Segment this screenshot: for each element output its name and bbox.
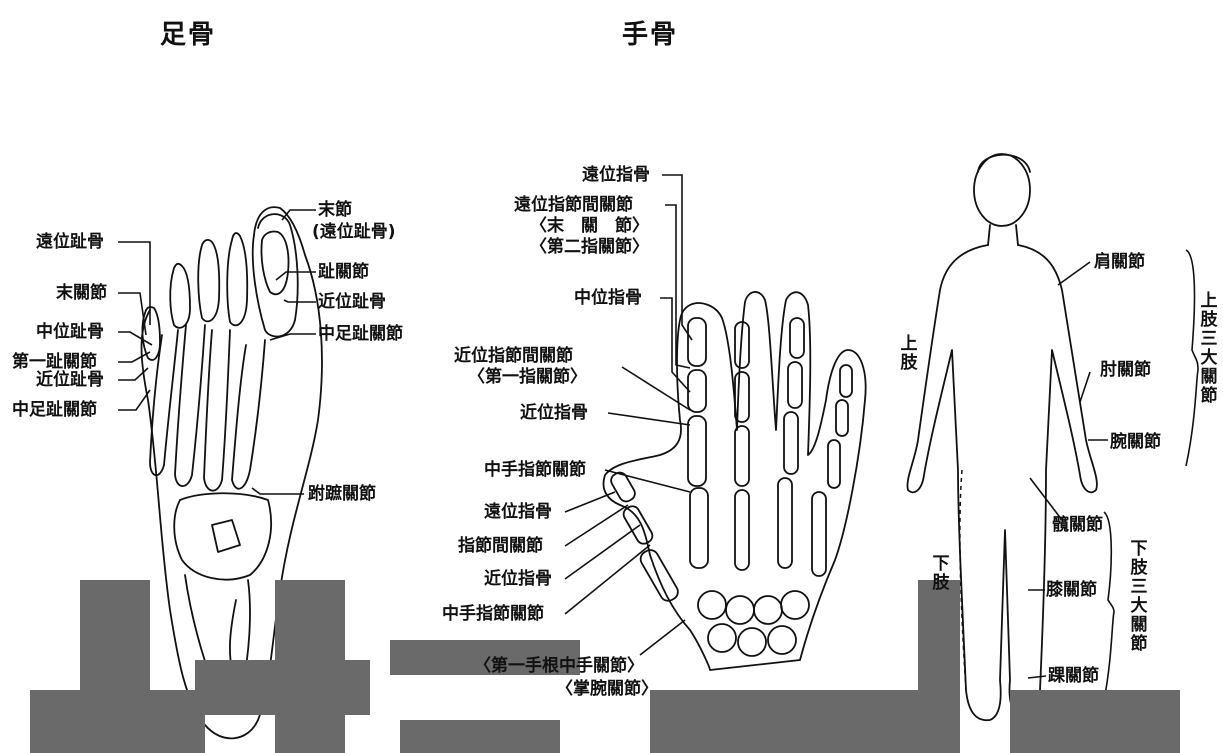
foot-label-proximal-phalanx: 近位趾骨	[36, 370, 104, 390]
body-label-hip: 髖關節	[1052, 515, 1103, 535]
foot-title: 足骨	[160, 20, 217, 50]
foot-label-mtp-joint-left: 中足趾關節	[12, 400, 97, 420]
body-label-upper-three-joints: 上肢三大關節	[1200, 291, 1218, 406]
hand-label-pip-note: 〈第一指關節〉	[468, 367, 587, 387]
hand-label-thumb-proximal: 近位指骨	[484, 569, 552, 589]
foot-label-end-joint: 末關節	[56, 283, 107, 303]
human-figure	[906, 153, 1098, 722]
hand-label-pip-joint: 近位指節間關節	[454, 346, 573, 366]
hand-label-middle-phalanx: 中位指骨	[574, 288, 642, 308]
foot-label-end-segment: 末節	[318, 200, 352, 220]
foot-label-proximal-phalanx-right: 近位趾骨	[318, 292, 386, 312]
body-label-wrist: 腕關節	[1110, 432, 1161, 452]
hand-label-thumb-mcp-joint: 中手指節關節	[442, 604, 544, 624]
hand-label-mcp-joint: 中手指節關節	[484, 460, 586, 480]
foot-label-first-toe-joint: 第一趾關節	[12, 352, 97, 372]
hand-label-cmc-note: 〈掌腕關節〉	[556, 679, 658, 699]
body-label-lower-three-joints: 下肢三大關節	[1130, 539, 1148, 654]
body-label-elbow: 肘關節	[1100, 360, 1151, 380]
hand-leader-lines	[564, 174, 693, 656]
body-label-lower-limb: 下肢	[932, 554, 950, 593]
hand-label-distal-phalanx: 遠位指骨	[582, 165, 650, 185]
foot-label-toe-joint: 趾關節	[318, 262, 369, 282]
body-label-knee: 膝關節	[1046, 580, 1097, 600]
watermark	[30, 580, 1180, 753]
foot-label-mtp-joint-right: 中足趾關節	[318, 324, 403, 344]
hand-label-dip-joint: 遠位指節間關節	[514, 195, 633, 215]
hand-label-dip-note2: 〈第二指關節〉	[530, 237, 649, 257]
body-label-upper-limb: 上肢	[900, 334, 918, 373]
foot-label-tarsometatarsal-joint: 跗蹠關節	[308, 484, 376, 504]
hand-label-thumb-distal: 遠位指骨	[484, 502, 552, 522]
foot-label-middle-phalanx: 中位趾骨	[36, 322, 104, 342]
hand-label-cmc-joint: 〈第一手根中手關節〉	[474, 656, 644, 676]
hand-label-proximal-phalanx: 近位指骨	[520, 403, 588, 423]
foot-leader-lines	[118, 209, 316, 495]
foot-label-distal-phalanx: 遠位趾骨	[36, 232, 104, 252]
body-label-shoulder: 肩關節	[1094, 252, 1145, 272]
foot-label-end-segment-note: (遠位趾骨)	[312, 222, 396, 242]
hand-label-dip-note1: 〈末 關 節〉	[530, 216, 649, 236]
hand-label-thumb-ip-joint: 指節間關節	[458, 536, 543, 556]
hand-title: 手骨	[622, 20, 679, 50]
body-label-ankle: 踝關節	[1048, 666, 1099, 686]
hand-skeleton	[602, 291, 867, 671]
body-leader-lines	[959, 249, 1199, 701]
